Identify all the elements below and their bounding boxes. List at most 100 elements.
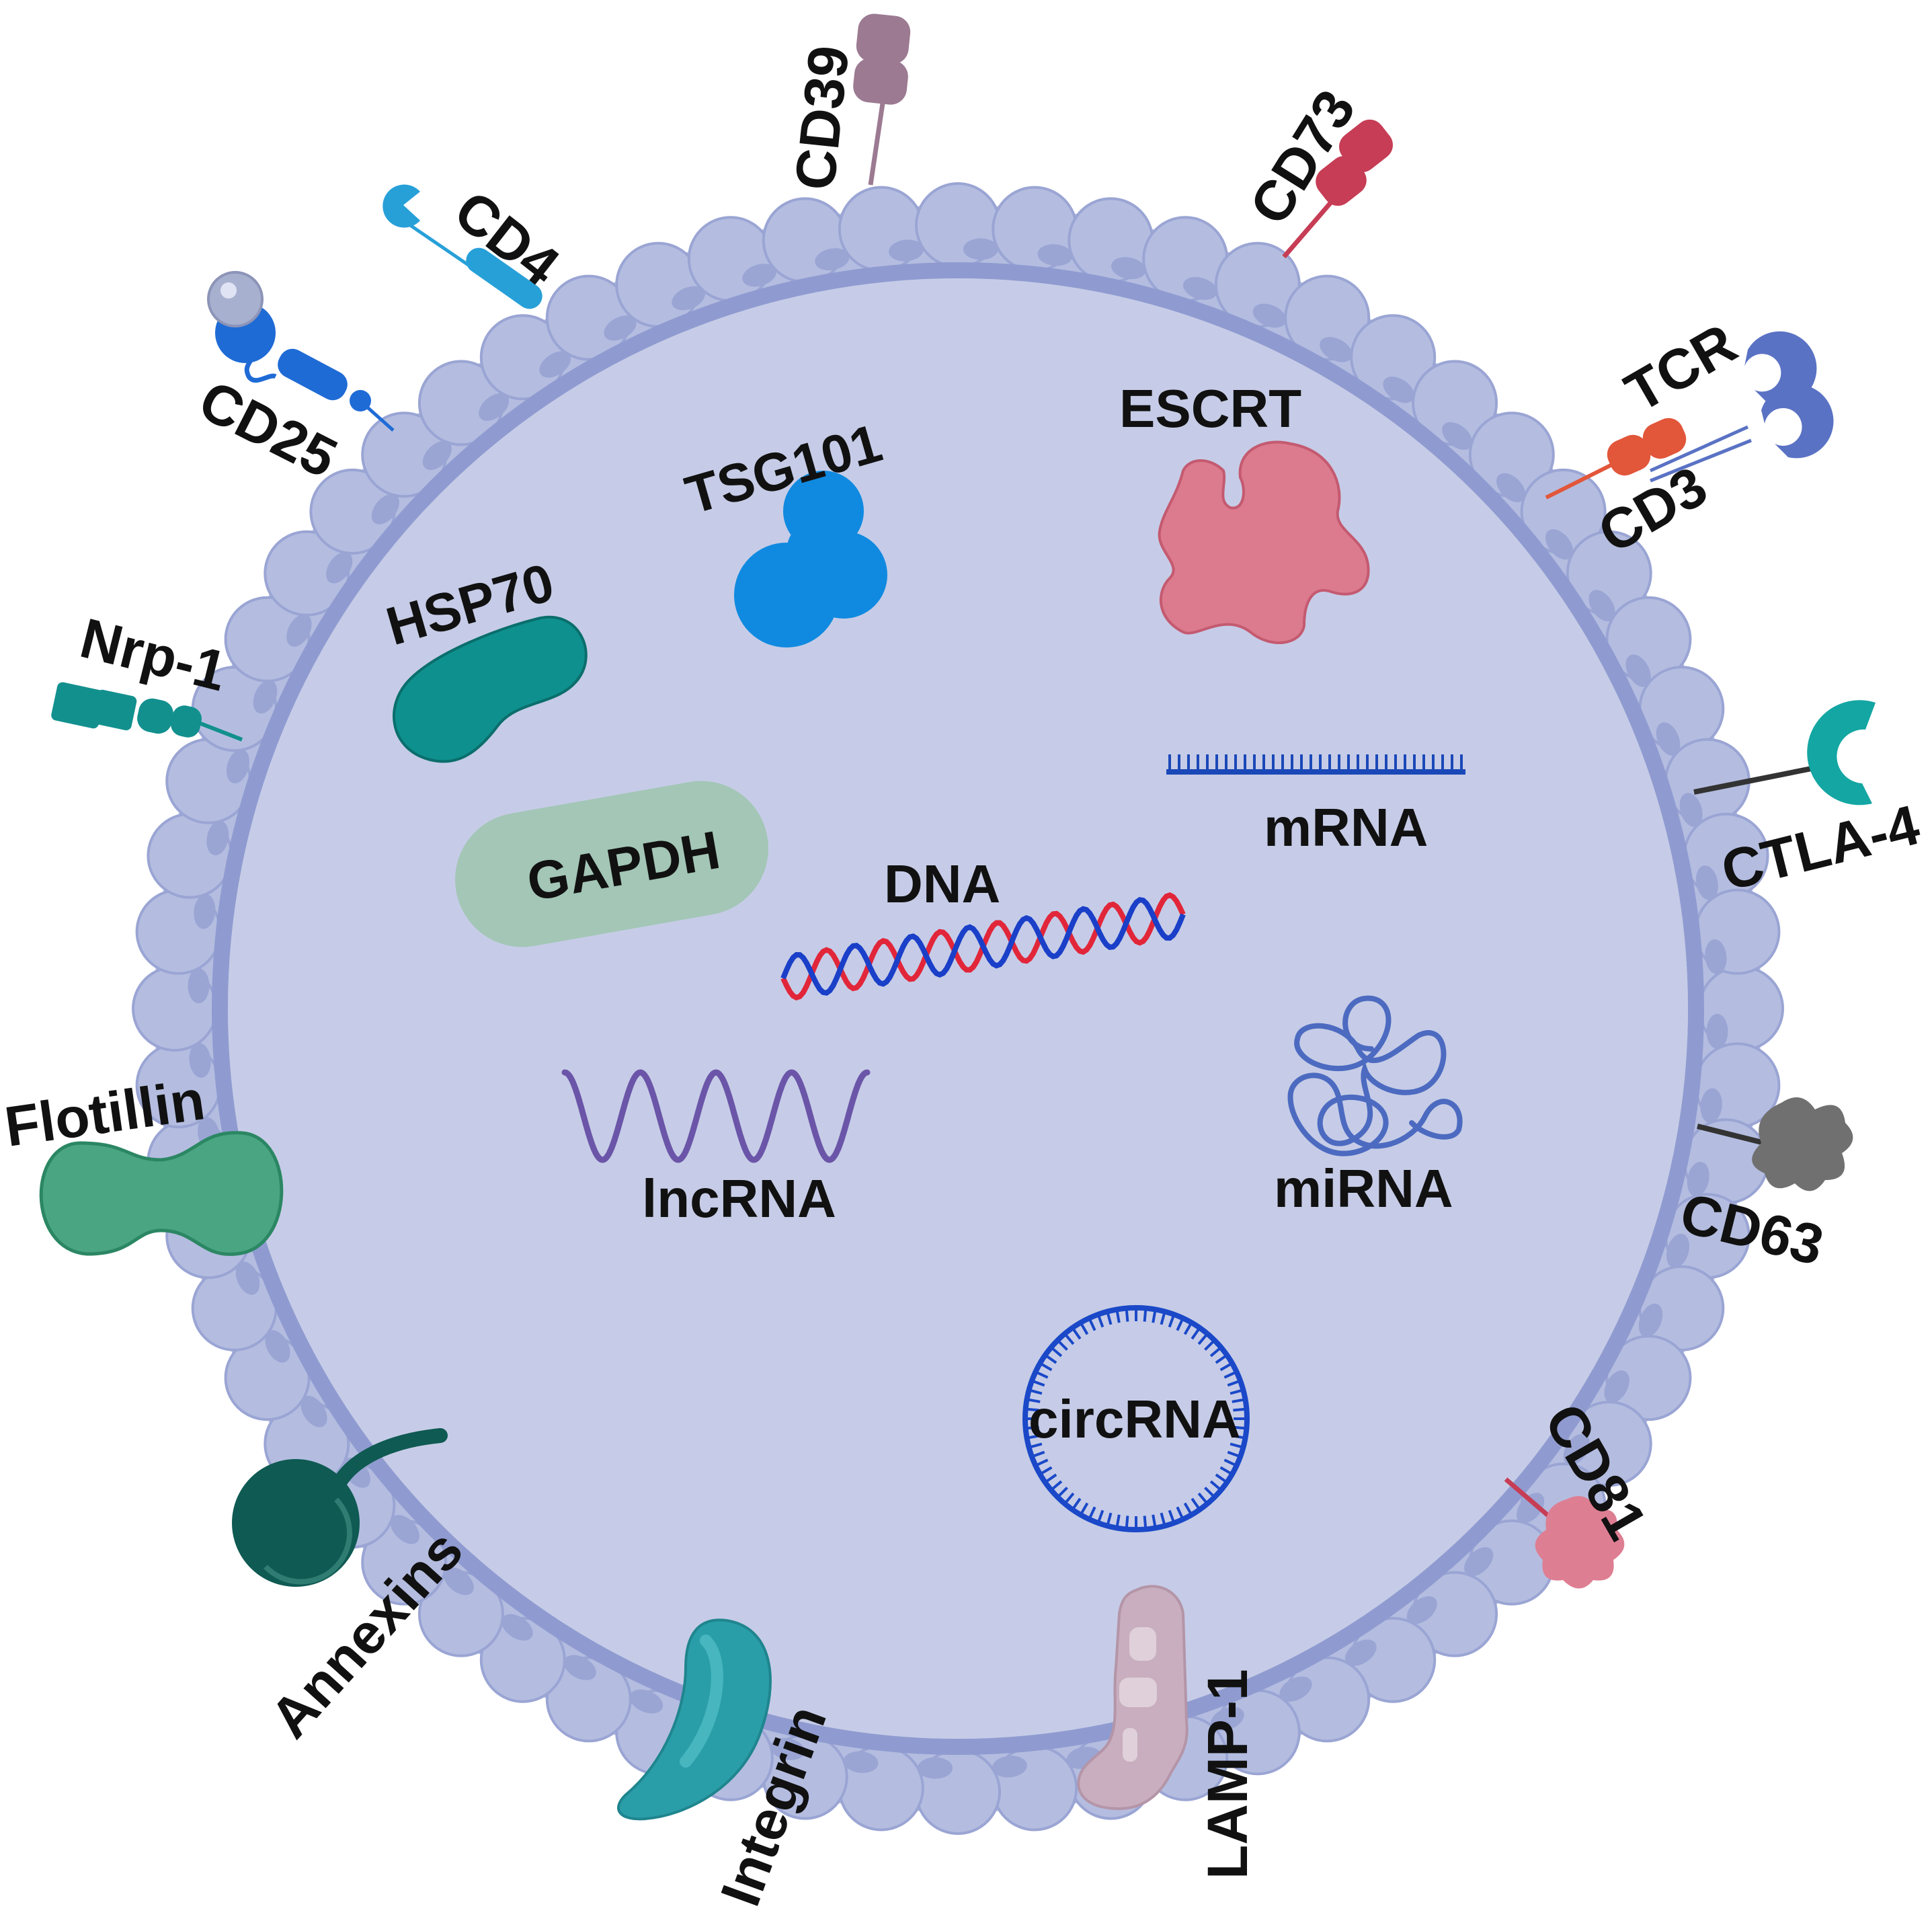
tsg101-protein xyxy=(734,471,887,647)
ligand-sphere-icon xyxy=(207,271,264,327)
lamp1-protein xyxy=(1077,1585,1189,1811)
escrt-protein xyxy=(1158,440,1370,644)
lipid-head xyxy=(629,1689,663,1714)
lipid-head xyxy=(226,749,250,784)
lipid-head xyxy=(1496,473,1526,502)
circrna-base xyxy=(1227,1450,1241,1458)
circrna-base xyxy=(1096,1509,1104,1524)
circrna-base xyxy=(1230,1388,1244,1395)
mrna-label: mRNA xyxy=(1264,797,1428,857)
lipid-head xyxy=(1656,722,1681,756)
dna-helix xyxy=(780,892,1186,1001)
lamp1-label: LAMP-1 xyxy=(1196,1669,1259,1879)
lipid-head xyxy=(479,393,510,422)
membrane-bump xyxy=(1350,314,1437,401)
lipid-head xyxy=(206,820,229,856)
nrp1-domain-icon xyxy=(171,705,202,738)
lipid-head xyxy=(918,1757,953,1779)
circrna-base xyxy=(1183,1322,1193,1335)
lipid-head xyxy=(1563,1434,1590,1466)
circrna-base xyxy=(1183,1502,1193,1516)
cd3-domain-icon xyxy=(1642,418,1687,459)
ctla4-head-icon xyxy=(1807,700,1876,806)
lipid-head xyxy=(1687,1161,1709,1197)
membrane-bump xyxy=(1605,1335,1692,1421)
circrna-base xyxy=(1027,1398,1041,1403)
membrane-bump xyxy=(479,1616,566,1703)
membrane-bump xyxy=(545,1656,632,1743)
lipid-head xyxy=(963,238,998,260)
circrna-base xyxy=(1115,1514,1121,1528)
cd73-protein xyxy=(1282,119,1393,259)
circrna-base xyxy=(1219,1362,1233,1372)
lipid-head xyxy=(539,351,571,378)
circrna-base xyxy=(1056,1487,1068,1499)
circrna-base xyxy=(1223,1370,1238,1379)
lipid-head xyxy=(1545,529,1574,560)
lipid-head xyxy=(371,494,400,524)
circrna-base xyxy=(1230,1442,1244,1449)
lipid-head xyxy=(1706,1013,1728,1049)
circrna-base xyxy=(1227,1379,1241,1387)
lipid-head xyxy=(1211,1706,1244,1731)
lipid-head xyxy=(422,440,452,470)
lipid-head xyxy=(1406,1596,1437,1624)
membrane-bump xyxy=(1566,1401,1652,1487)
membrane-bump xyxy=(687,216,774,303)
lipid-head xyxy=(1344,1639,1377,1666)
circrna-base xyxy=(1044,1473,1057,1484)
circrna-base xyxy=(1063,1333,1075,1345)
circrna-base xyxy=(1063,1492,1075,1505)
cd81-shape-icon xyxy=(1535,1496,1625,1589)
circrna-label: circRNA xyxy=(1029,1389,1241,1449)
circrna-base xyxy=(1071,1327,1082,1340)
lipid-head xyxy=(1679,793,1703,827)
ctla4-label: CTLA-4 xyxy=(1716,793,1926,903)
mrna-strand xyxy=(1166,754,1465,775)
membrane-bump xyxy=(1284,274,1371,361)
tcr-protein xyxy=(1649,331,1834,483)
cd81-protein xyxy=(1504,1477,1625,1589)
circrna-base xyxy=(1088,1317,1096,1331)
lipid-head xyxy=(1182,276,1217,301)
lipid-head xyxy=(1464,1547,1494,1577)
lipid-head xyxy=(300,1395,327,1427)
cd4-protein xyxy=(383,184,542,309)
lipid-head xyxy=(672,286,705,311)
nrp1-domain-icon xyxy=(91,689,137,731)
escrt-shape-icon xyxy=(1158,440,1370,644)
cd63-shape-icon xyxy=(1752,1097,1853,1191)
hsp70-shape-icon xyxy=(393,615,588,763)
membrane-bump xyxy=(264,530,350,617)
lipid-head xyxy=(194,894,216,929)
circrna-base xyxy=(1071,1497,1082,1511)
dna-strand-blue xyxy=(780,897,1186,996)
lumen xyxy=(228,278,1688,1739)
lipid-head xyxy=(563,1655,596,1680)
integrin-shape-icon xyxy=(617,1618,772,1821)
lipid-head xyxy=(1705,939,1727,974)
flotillin-shape-icon xyxy=(39,1131,284,1256)
cd25-protein xyxy=(207,271,395,432)
circrna-base xyxy=(1160,1512,1166,1526)
circrna-base xyxy=(1215,1353,1228,1364)
lipid-head xyxy=(326,551,353,584)
lipid-head xyxy=(1604,1370,1629,1403)
circrna-base xyxy=(1232,1434,1246,1440)
circrna-base xyxy=(1031,1379,1045,1387)
membrane-inner-line xyxy=(212,262,1704,1755)
ctla4-protein xyxy=(1693,700,1876,806)
circrna-base xyxy=(1088,1506,1096,1520)
lipid-head xyxy=(1320,337,1353,362)
cd39-protein xyxy=(853,13,911,186)
circrna-base xyxy=(1039,1362,1053,1372)
circrna-base xyxy=(1044,1353,1057,1364)
circrna-base xyxy=(1143,1308,1148,1322)
circrna-bases xyxy=(1025,1308,1247,1530)
lipid-head xyxy=(1442,422,1473,450)
mirna-strand xyxy=(1287,995,1463,1156)
mirna-label: miRNA xyxy=(1274,1159,1453,1218)
circrna-base xyxy=(1125,1308,1129,1322)
